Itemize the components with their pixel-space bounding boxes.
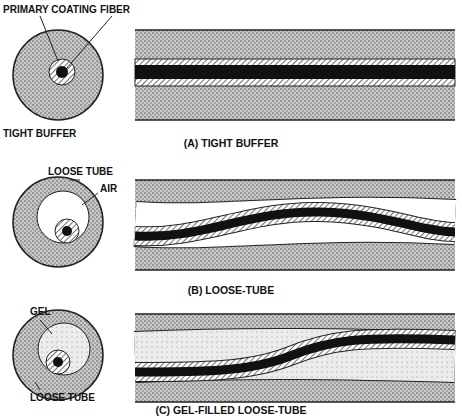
figure-caption: (A) TIGHT BUFFER: [184, 138, 279, 150]
part-label: TIGHT BUFFER: [3, 128, 76, 139]
part-label: AIR: [100, 183, 117, 194]
part-label: FIBER: [100, 4, 130, 15]
part-label: GEL: [30, 306, 51, 317]
part-label: LOOSE TUBE: [48, 166, 113, 177]
part-label: LOOSE TUBE: [30, 392, 95, 403]
part-label: PRIMARY COATING: [3, 4, 97, 15]
figure-caption: (B) LOOSE-TUBE: [188, 285, 274, 297]
figure-caption: (C) GEL-FILLED LOOSE-TUBE: [155, 405, 306, 417]
